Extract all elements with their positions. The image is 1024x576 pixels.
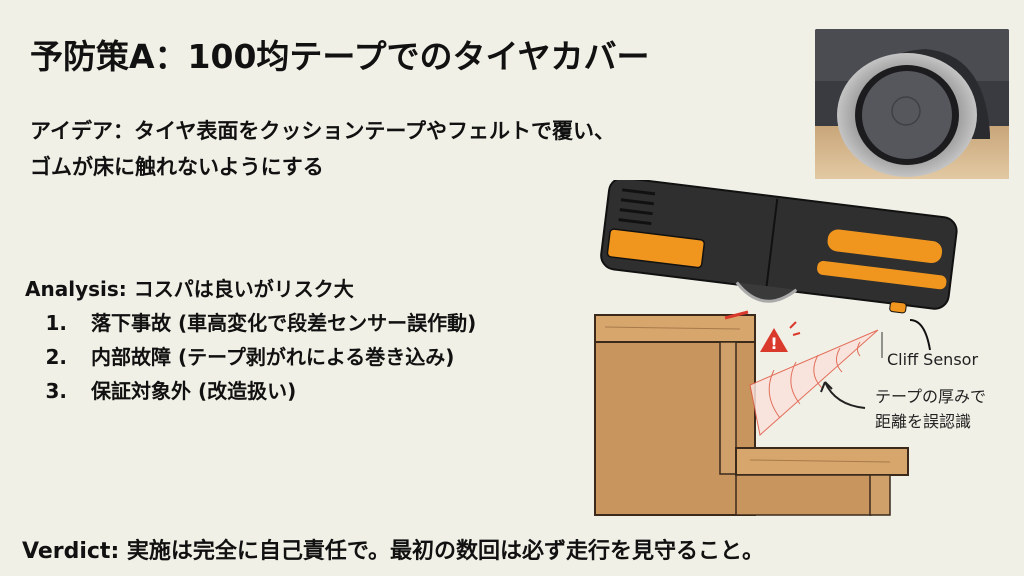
list-item: 1. 落下事故 (車高変化で段差センサー誤作動) <box>25 306 476 340</box>
analysis-section: Analysis: コスパは良いがリスク大 1. 落下事故 (車高変化で段差セン… <box>25 272 476 408</box>
slide-title: 予防策A：100均テープでのタイヤカバー <box>30 37 650 76</box>
cliff-sensor-illustration: ! Cliff Sensor テープの厚みで 距離を誤認識 <box>560 176 1024 524</box>
item-number: 2. <box>45 345 67 369</box>
item-text: 内部故障 (テープ剥がれによる巻き込み) <box>91 345 455 369</box>
wheel-photo <box>815 29 1009 179</box>
diagram-svg: ! Cliff Sensor テープの厚みで 距離を誤認識 <box>594 176 986 516</box>
warning-icon: ! <box>760 321 801 353</box>
wheel-photo-image <box>815 29 1009 179</box>
cliff-sensor-label: Cliff Sensor <box>887 350 978 369</box>
item-text: 落下事故 (車高変化で段差センサー誤作動) <box>91 311 477 335</box>
sensor-beam-icon <box>749 329 879 436</box>
idea-line-2: ゴムが床に触れないようにする <box>30 155 324 179</box>
item-number: 1. <box>45 311 67 335</box>
idea-text: アイデア：タイヤ表面をクッションテープやフェルトで覆い、 ゴムが床に触れないよう… <box>30 113 615 185</box>
annotation-line-2: 距離を誤認識 <box>875 412 971 431</box>
list-item: 3. 保証対象外 (改造扱い) <box>25 374 476 408</box>
annotation-line-1: テープの厚みで <box>875 387 986 406</box>
stair-step-icon <box>594 314 909 516</box>
item-number: 3. <box>45 379 67 403</box>
svg-text:!: ! <box>770 334 777 353</box>
item-text: 保証対象外 (改造扱い) <box>91 379 297 403</box>
verdict-text: Verdict: 実施は完全に自己責任で。最初の数回は必ず走行を見守ること。 <box>22 539 765 564</box>
curved-arrow-icon <box>824 381 866 409</box>
idea-line-1: アイデア：タイヤ表面をクッションテープやフェルトで覆い、 <box>30 119 616 143</box>
analysis-heading: Analysis: コスパは良いがリスク大 <box>25 277 354 301</box>
robot-vacuum-icon <box>600 176 958 314</box>
risk-list: 1. 落下事故 (車高変化で段差センサー誤作動) 2. 内部故障 (テープ剥がれ… <box>25 306 476 408</box>
list-item: 2. 内部故障 (テープ剥がれによる巻き込み) <box>25 340 476 374</box>
